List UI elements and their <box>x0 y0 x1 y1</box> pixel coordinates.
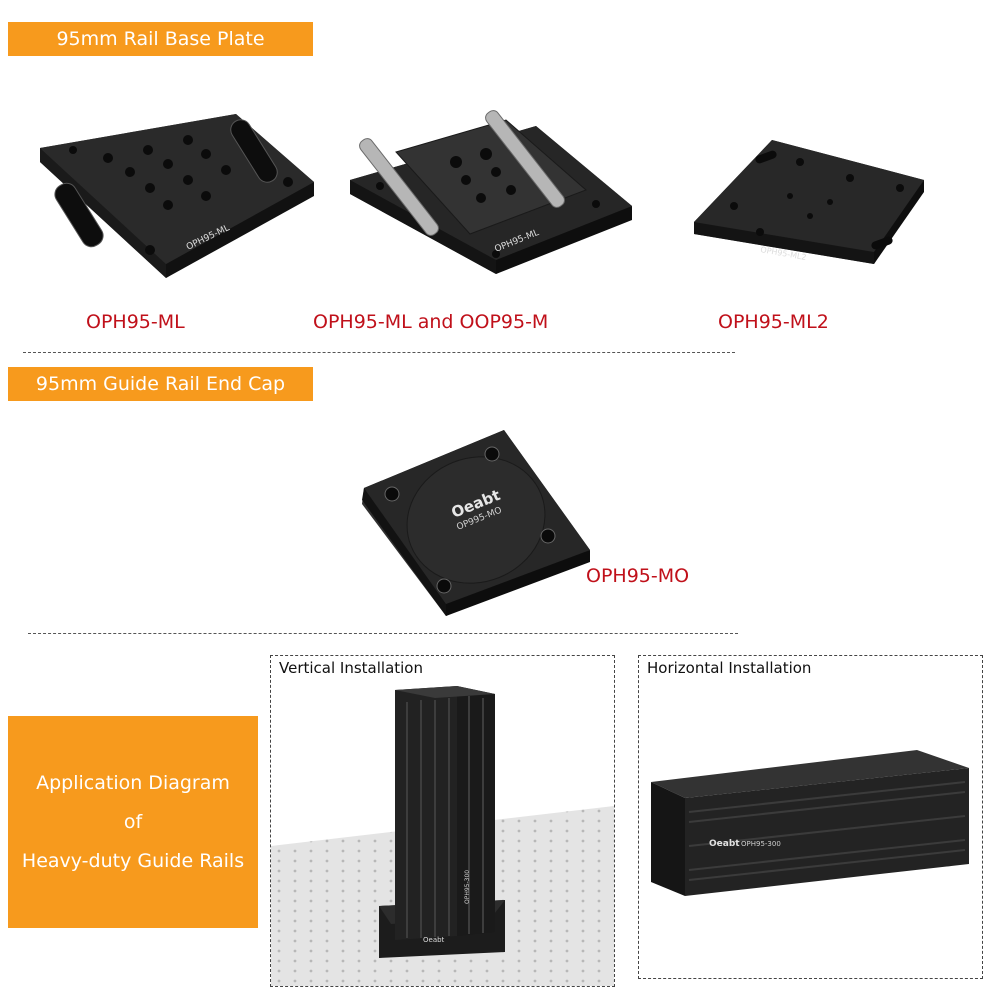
engraving-text: OPH95-300 <box>464 870 471 904</box>
application-diagram-label: Application Diagram of Heavy-duty Guide … <box>8 716 258 928</box>
horizontal-installation-title: Horizontal Installation <box>647 659 812 677</box>
application-line-2: of <box>123 810 143 833</box>
section-banner-base-plate: 95mm Rail Base Plate <box>8 22 313 56</box>
section-divider <box>23 352 735 353</box>
caption-oph95-ml-oop95-m: OPH95-ML and OOP95-M <box>313 311 549 333</box>
vertical-installation-title: Vertical Installation <box>279 659 423 677</box>
product-image-oph95-ml-oop95-m: OPH95-ML <box>350 110 632 274</box>
application-line-3: Heavy-duty Guide Rails <box>21 849 245 872</box>
horizontal-rail-image: Oeabt OPH95-300 <box>651 750 969 896</box>
vertical-installation-frame: Vertical Installation Oeabt OPH95-300 <box>270 655 615 987</box>
application-line-1: Application Diagram <box>36 771 230 794</box>
product-image-oph95-ml: OPH95-ML <box>40 114 314 278</box>
section-divider <box>28 633 738 634</box>
product-image-oph95-ml2: OPH95-ML2 <box>694 140 924 264</box>
brand-logo: Oeabt <box>423 936 445 944</box>
section-banner-end-cap: 95mm Guide Rail End Cap <box>8 367 313 401</box>
horizontal-installation-frame: Horizontal Installation Oeabt OPH95-300 <box>638 655 983 979</box>
section-title: 95mm Rail Base Plate <box>56 28 265 50</box>
brand-logo: Oeabt <box>709 839 740 849</box>
vertical-rail-image: Oeabt OPH95-300 <box>271 686 614 986</box>
caption-oph95-ml2: OPH95-ML2 <box>718 311 829 333</box>
engraving-text: OPH95-300 <box>741 840 781 848</box>
product-image-oph95-mo: Oeabt OP995-MO <box>362 430 590 616</box>
caption-oph95-ml: OPH95-ML <box>86 311 185 333</box>
section-title: 95mm Guide Rail End Cap <box>35 373 286 395</box>
caption-oph95-mo: OPH95-MO <box>586 565 690 587</box>
